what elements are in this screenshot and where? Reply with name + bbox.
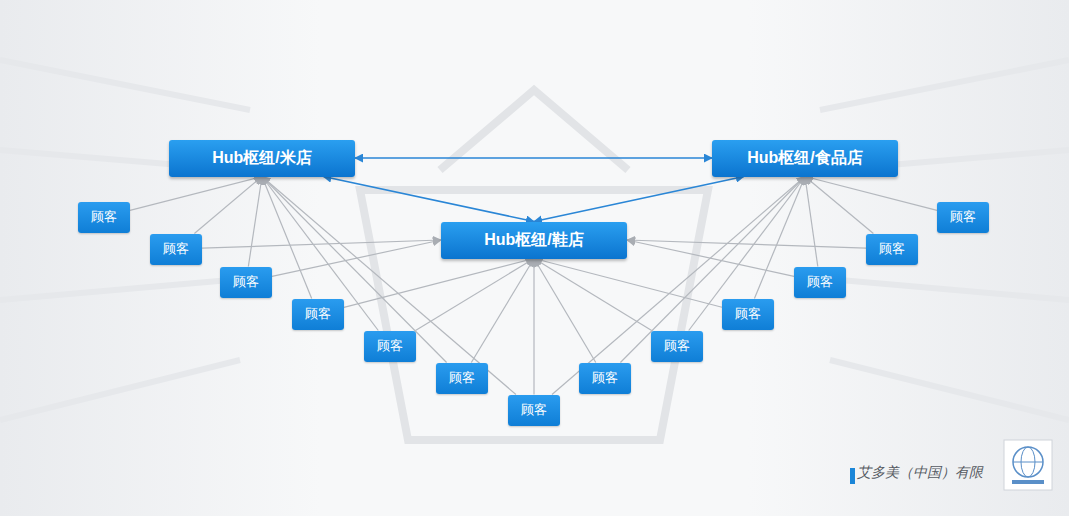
customer-box: 顾客 xyxy=(722,299,774,330)
hub-box: Hub枢纽/鞋店 xyxy=(441,222,627,259)
customer-link xyxy=(534,259,596,363)
customer-link xyxy=(534,259,652,331)
customer-label: 顾客 xyxy=(735,305,761,323)
brand-logo xyxy=(1004,440,1052,490)
customer-box: 顾客 xyxy=(508,395,560,426)
customer-link xyxy=(534,259,722,308)
customer-link xyxy=(552,177,805,395)
brand-bar xyxy=(850,468,855,484)
hub-box: Hub枢纽/米店 xyxy=(169,140,355,177)
customer-link xyxy=(344,259,534,308)
customer-box: 顾客 xyxy=(937,202,989,233)
customer-box: 顾客 xyxy=(150,234,202,265)
customer-link xyxy=(262,177,378,331)
hub-label: Hub枢纽/食品店 xyxy=(747,148,863,169)
customer-label: 顾客 xyxy=(664,337,690,355)
hub-link xyxy=(323,177,534,222)
customer-label: 顾客 xyxy=(91,208,117,226)
customer-box: 顾客 xyxy=(651,331,703,362)
customer-link xyxy=(805,177,937,211)
customer-box: 顾客 xyxy=(794,267,846,298)
customer-link xyxy=(620,177,805,363)
customer-link xyxy=(248,177,262,267)
customer-link xyxy=(272,240,441,276)
customer-label: 顾客 xyxy=(950,208,976,226)
customer-box: 顾客 xyxy=(866,234,918,265)
customer-label: 顾客 xyxy=(305,305,331,323)
customer-label: 顾客 xyxy=(233,273,259,291)
customer-link xyxy=(627,240,866,248)
customer-box: 顾客 xyxy=(364,331,416,362)
hub-label: Hub枢纽/鞋店 xyxy=(484,230,584,251)
customer-label: 顾客 xyxy=(163,240,189,258)
watermark-text: 艾多美（中国）有限 xyxy=(857,464,983,480)
customer-box: 顾客 xyxy=(436,363,488,394)
customer-link xyxy=(689,177,805,331)
customer-link xyxy=(194,177,262,234)
customer-link xyxy=(805,177,818,267)
customer-link xyxy=(262,177,447,363)
customer-label: 顾客 xyxy=(592,369,618,387)
basket-outline xyxy=(360,90,708,440)
customer-label: 顾客 xyxy=(449,369,475,387)
customer-label: 顾客 xyxy=(521,401,547,419)
hub-link xyxy=(534,177,744,222)
shelf-lines xyxy=(0,60,1069,420)
customer-box: 顾客 xyxy=(220,267,272,298)
customer-box: 顾客 xyxy=(292,299,344,330)
hub-box: Hub枢纽/食品店 xyxy=(712,140,898,177)
customer-label: 顾客 xyxy=(377,337,403,355)
customer-box: 顾客 xyxy=(78,202,130,233)
customer-link xyxy=(416,259,534,331)
hub-label: Hub枢纽/米店 xyxy=(212,148,312,169)
customer-box: 顾客 xyxy=(579,363,631,394)
customer-link xyxy=(471,259,534,363)
customer-link xyxy=(533,259,534,395)
customer-link xyxy=(262,177,516,395)
hub-link xyxy=(355,157,712,159)
customer-label: 顾客 xyxy=(807,273,833,291)
customer-label: 顾客 xyxy=(879,240,905,258)
customer-link xyxy=(202,240,441,248)
watermark: 艾多美（中国）有限 xyxy=(857,464,983,482)
